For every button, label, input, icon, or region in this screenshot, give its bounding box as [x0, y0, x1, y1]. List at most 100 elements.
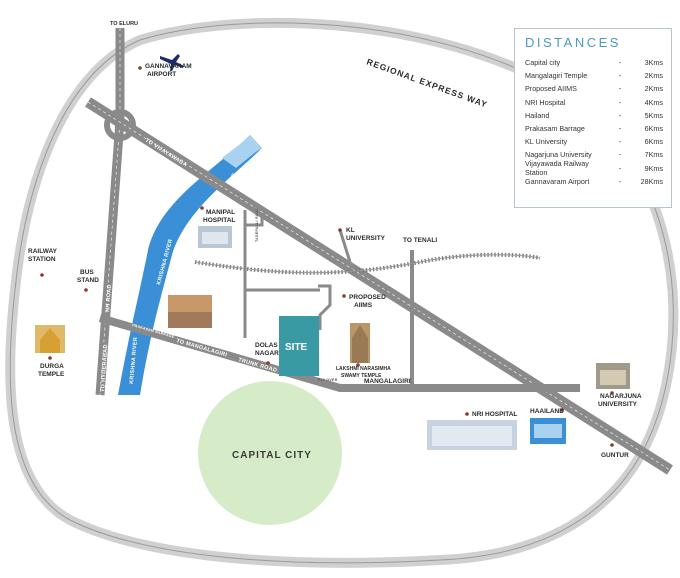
- gannavaram-airport-label-1: GANNAVARAM: [145, 63, 192, 70]
- to-vijayawada-label: TO VIJAYAWADA: [144, 138, 188, 169]
- bus-stand-label-1: BUS: [80, 269, 94, 276]
- marker-manipal-hospital[interactable]: [200, 206, 204, 210]
- distance-row: Vijayawada Railway Station - 9Kms: [525, 159, 663, 178]
- nh-road: [95, 28, 125, 396]
- distance-row: NRI Hospital - 4Kms: [525, 96, 663, 109]
- regional-express-way-label: REGIONAL EXPRESS WAY: [365, 56, 489, 109]
- distance-value: 2Kms: [644, 84, 663, 94]
- trunk-road: [98, 314, 580, 392]
- marker-hailand[interactable]: [560, 408, 564, 412]
- durga-temple-label-1: DURGA: [40, 363, 64, 370]
- proposed-aiims-label-2: AIIMS: [354, 302, 373, 309]
- distance-row: Gannavaram Airport - 28Kms: [525, 175, 663, 188]
- marker-railway-station[interactable]: [40, 273, 44, 277]
- distance-row: Capital city-3Kms: [525, 56, 663, 69]
- dolas-nagar-label-2: NAGAR: [255, 350, 279, 357]
- site-block[interactable]: [279, 316, 319, 376]
- proposed-aiims-label-1: PROPOSED: [349, 294, 386, 301]
- krishna-river-label-2: KRISHNA RIVER: [129, 337, 139, 384]
- marker-lakshmi-narasimha[interactable]: [356, 363, 360, 367]
- distance-value: 28Kms: [640, 176, 663, 186]
- place-markers: [40, 66, 614, 447]
- dolas-nagar-label-1: DOLAS: [255, 342, 278, 349]
- distance-dash: -: [618, 84, 622, 94]
- distance-row: KL University - 6Kms: [525, 135, 663, 148]
- distance-place: Nagarjuna University: [525, 150, 592, 160]
- to-eluru-label: TO ELURU: [110, 21, 138, 27]
- nh-road-label: NH ROAD: [105, 284, 113, 312]
- hailand-label: HAAILAND: [530, 408, 564, 415]
- landmark-images: [35, 226, 630, 450]
- distance-place: Proposed AIIMS: [525, 84, 577, 94]
- nri-hospital-label: NRI HOSPITAL: [472, 411, 517, 418]
- distance-place: Gannavaram Airport: [525, 176, 590, 186]
- distance-value: 7Kms: [644, 150, 663, 160]
- distance-dash: -: [618, 150, 622, 160]
- marker-kl-university[interactable]: [338, 228, 342, 232]
- distances-title: DISTANCES: [525, 35, 621, 50]
- lakshmi-narasimha-label-2: SWAMY TEMPLE: [341, 373, 382, 379]
- distance-value: 9Kms: [644, 163, 663, 173]
- distance-value: 4Kms: [644, 97, 663, 107]
- marker-bus-stand[interactable]: [84, 288, 88, 292]
- site-label: SITE: [285, 342, 308, 353]
- marker-nagarjuna-university[interactable]: [610, 391, 614, 395]
- manipal-hospital-label-1: MANIPAL: [206, 209, 235, 216]
- tadepalli-road-label: TADEPALLI ROAD: [255, 207, 259, 242]
- guntur-label: GUNTUR: [601, 452, 629, 459]
- distance-dash: -: [618, 137, 622, 147]
- distance-row: Proposed AIIMS - 2Kms: [525, 82, 663, 95]
- distance-row: Prakasam Barrage - 6Kms: [525, 122, 663, 135]
- capital-city-label: CAPITAL CITY: [232, 450, 312, 461]
- distance-value: 5Kms: [644, 110, 663, 120]
- distance-dash: -: [618, 71, 622, 81]
- distance-dash: -: [618, 176, 622, 186]
- distance-place: NRI Hospital: [525, 97, 566, 107]
- marker-durga-temple[interactable]: [48, 356, 52, 360]
- nagarjuna-university-label-1: NAGARJUNA: [600, 393, 642, 400]
- distance-place: KL University: [525, 137, 568, 147]
- distance-place: Prakasam Barrage: [525, 124, 585, 134]
- capital-city-area: [198, 381, 342, 525]
- airplane-icon: [160, 54, 184, 71]
- manipal-hospital-label-2: HOSPITAL: [203, 217, 235, 224]
- kl-university-label-2: UNIVERSITY: [346, 235, 386, 242]
- distance-value: 6Kms: [644, 137, 663, 147]
- marker-guntur[interactable]: [610, 443, 614, 447]
- railway-station-label-1: RAILWAY: [28, 248, 58, 255]
- bus-stand-label-2: STAND: [77, 277, 99, 284]
- distance-place: Mangalagiri Temple: [525, 71, 588, 81]
- marker-proposed-aiims[interactable]: [342, 294, 346, 298]
- distance-place: Vijayawada Railway Station: [525, 159, 589, 178]
- distance-dash: -: [618, 58, 622, 68]
- kl-university-label-1: KL: [346, 227, 355, 234]
- nagarjuna-university-label-2: UNIVERSITY: [598, 401, 638, 408]
- marker-dolas-nagar[interactable]: [266, 361, 270, 365]
- distance-place: Capital city: [525, 58, 561, 68]
- to-mangalagiri-label: TO MANGALAGIRI: [175, 338, 227, 358]
- durga-temple-label-2: TEMPLE: [38, 371, 65, 378]
- to-hyderabad-label: TO HYDERABAD: [100, 344, 109, 392]
- fly-over-label: FLY OVER: [318, 378, 338, 382]
- distance-place: Hailand: [525, 110, 550, 120]
- distance-row: Nagarjuna University - 7Kms: [525, 148, 663, 161]
- distance-dash: -: [618, 110, 622, 120]
- distance-row: Hailand - 5Kms: [525, 109, 663, 122]
- distance-value: 2Kms: [644, 71, 663, 81]
- distance-dash: -: [618, 97, 622, 107]
- distance-value: 6Kms: [644, 124, 663, 134]
- distance-dash: -: [618, 163, 622, 173]
- distance-row: Mangalagiri Temple - 2Kms: [525, 69, 663, 82]
- lakshmi-narasimha-label-1: LAKSHMI NARASIMHA: [336, 366, 391, 372]
- gannavaram-airport-label-2: AIRPORT: [147, 71, 176, 78]
- mangalagiri-label: MANGALAGIRI: [364, 378, 411, 385]
- distance-dash: -: [618, 124, 622, 134]
- to-tenali-label: TO TENALI: [403, 237, 437, 244]
- marker-gannavaram-airport[interactable]: [138, 66, 142, 70]
- local-road: [243, 210, 352, 338]
- trunk-road-label: TRUNK ROAD: [237, 357, 277, 374]
- railway-station-label-2: STATION: [28, 256, 56, 263]
- marker-nri-hospital[interactable]: [465, 412, 469, 416]
